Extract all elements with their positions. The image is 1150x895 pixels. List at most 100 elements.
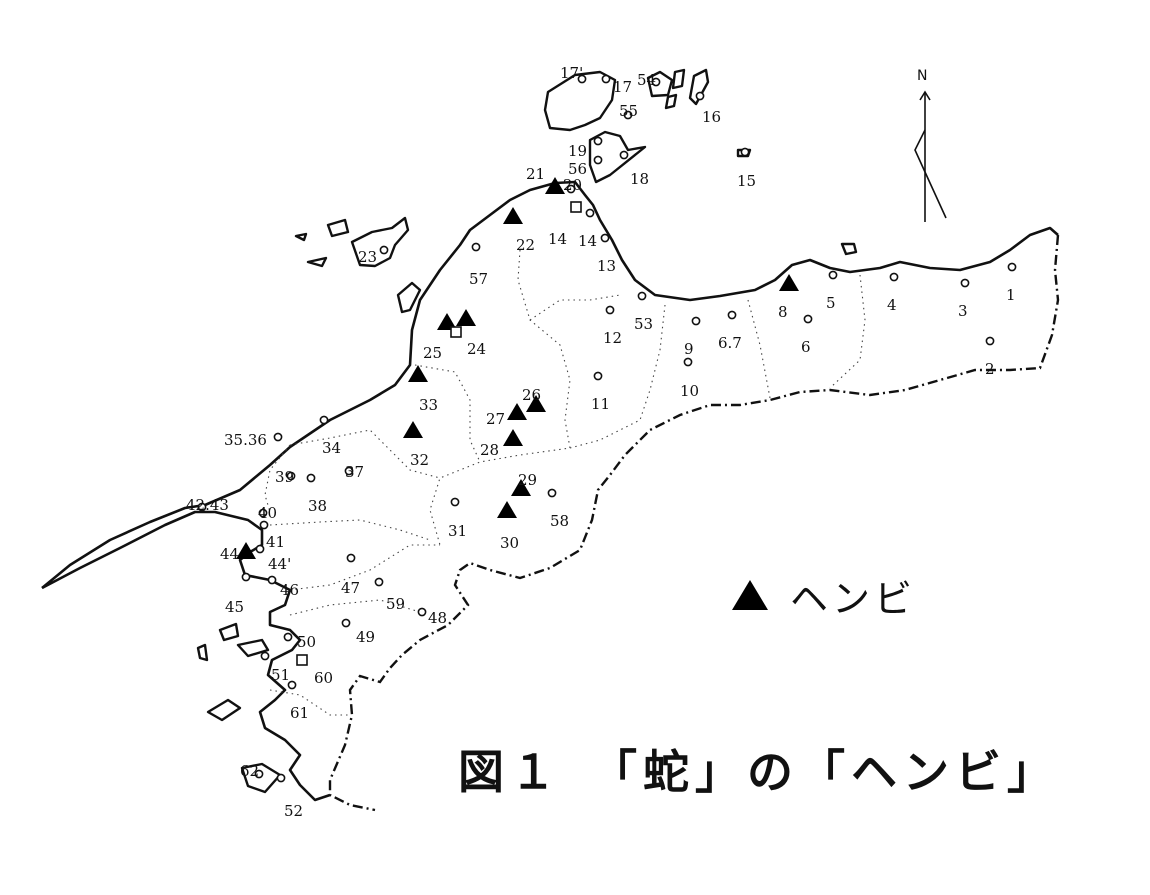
site-dot-label: 56 [568, 160, 587, 178]
site-dot-marker [417, 607, 427, 617]
triangle-site-label: 32 [410, 451, 429, 469]
site-dot-label: 10 [680, 382, 699, 400]
site-dot-label: 15 [737, 172, 756, 190]
square-marker [296, 654, 308, 666]
district-line [289, 544, 440, 591]
henbi-triangle-marker [545, 177, 565, 194]
site-dot-label: 58 [550, 512, 569, 530]
site-dot-label: 59 [386, 595, 405, 613]
district-line [829, 274, 866, 389]
site-dot-label: 41 [266, 533, 285, 551]
site-dot-label: 42.43 [186, 496, 229, 514]
site-dot-label: 2 [985, 360, 995, 378]
site-dot-marker [740, 147, 750, 157]
site-dot-marker [960, 278, 970, 288]
site-dot-marker [341, 618, 351, 628]
dot-markers [197, 74, 1017, 783]
site-dot-label: 35.36 [224, 431, 267, 449]
island-small-a [646, 70, 674, 98]
site-dot-marker [605, 305, 615, 315]
island-south-e [206, 698, 242, 722]
site-dot-label: 37 [345, 463, 364, 481]
site-dot-label: 6 [801, 338, 811, 356]
north-arrow-icon [914, 90, 947, 222]
site-dot-label: 57 [469, 270, 488, 288]
south-coastline [41, 510, 331, 802]
site-dot-label: 62 [240, 762, 259, 780]
site-dot-marker [985, 336, 995, 346]
island-south-c [236, 638, 270, 658]
site-dot-marker [577, 74, 587, 84]
site-dot-label: 9 [684, 340, 694, 358]
triangle-site-label: 30 [500, 534, 519, 552]
site-dot-label: 16 [702, 108, 721, 126]
island-west-23 [350, 216, 410, 268]
site-dot-marker [566, 184, 576, 194]
site-dot-label: 5 [826, 294, 836, 312]
site-dot-label: 3 [958, 302, 968, 320]
island-north-large [543, 70, 617, 132]
site-dot-label: 14 [578, 232, 597, 250]
island-small-f [840, 242, 858, 256]
site-dot-marker [651, 77, 661, 87]
site-dot-label: 47 [341, 579, 360, 597]
site-dot-marker [593, 136, 603, 146]
henbi-triangle-marker [526, 395, 546, 412]
square-site-label: 14 [548, 230, 567, 248]
site-dot-label: 1 [1006, 286, 1016, 304]
triangle-site-label: 26 [522, 386, 541, 404]
site-dot-marker [273, 432, 283, 442]
site-dot-label: 11 [591, 395, 610, 413]
site-dot-marker [254, 769, 264, 779]
site-dot-marker [593, 371, 603, 381]
site-dot-label: 13 [597, 257, 616, 275]
island-west-small-d [396, 281, 422, 314]
island-small-b [671, 68, 686, 90]
site-dot-marker [276, 773, 286, 783]
site-dot-marker [889, 272, 899, 282]
island-west-small-a [326, 218, 350, 238]
triangle-site-label: 28 [480, 441, 499, 459]
site-dot-marker [287, 680, 297, 690]
site-dot-label: 55 [619, 102, 638, 120]
site-dot-marker [283, 632, 293, 642]
triangle-site-label: 29 [518, 471, 537, 489]
site-dot-label: 17 [613, 78, 632, 96]
district-line [414, 364, 481, 463]
henbi-triangle-marker [403, 421, 423, 438]
triangle-site-label: 27 [486, 410, 505, 428]
site-dot-marker [727, 310, 737, 320]
site-dot-label: 40 [258, 504, 277, 522]
district-line [747, 299, 771, 399]
site-dot-marker [1007, 262, 1017, 272]
square-markers [296, 201, 582, 666]
site-dot-marker [619, 150, 629, 160]
island-west-small-b [294, 232, 308, 242]
site-dot-label: 61 [290, 704, 309, 722]
triangle-site-label: 33 [419, 396, 438, 414]
site-dot-label: 45 [225, 598, 244, 616]
site-dot-label: 31 [448, 522, 467, 540]
site-dot-label: 12 [603, 329, 622, 347]
district-line [289, 429, 441, 479]
prefecture-border [328, 234, 1060, 812]
henbi-triangle-marker [503, 207, 523, 224]
site-dot-marker [258, 508, 268, 518]
site-dot-marker [623, 110, 633, 120]
site-dot-marker [267, 575, 277, 585]
site-dot-label: 54 [637, 71, 656, 89]
square-marker [570, 201, 582, 213]
henbi-triangle-marker [503, 429, 523, 446]
site-dot-marker [255, 544, 265, 554]
north-coastline [41, 180, 1059, 590]
site-dot-marker [547, 488, 557, 498]
site-dot-label: 18 [630, 170, 649, 188]
site-dot-marker [306, 473, 316, 483]
henbi-triangle-marker [507, 403, 527, 420]
site-dot-marker [637, 291, 647, 301]
site-dot-label: 20 [563, 176, 582, 194]
island-west-small-c [306, 256, 328, 268]
north-label: N [917, 68, 928, 84]
triangle-site-label: 21 [526, 165, 545, 183]
